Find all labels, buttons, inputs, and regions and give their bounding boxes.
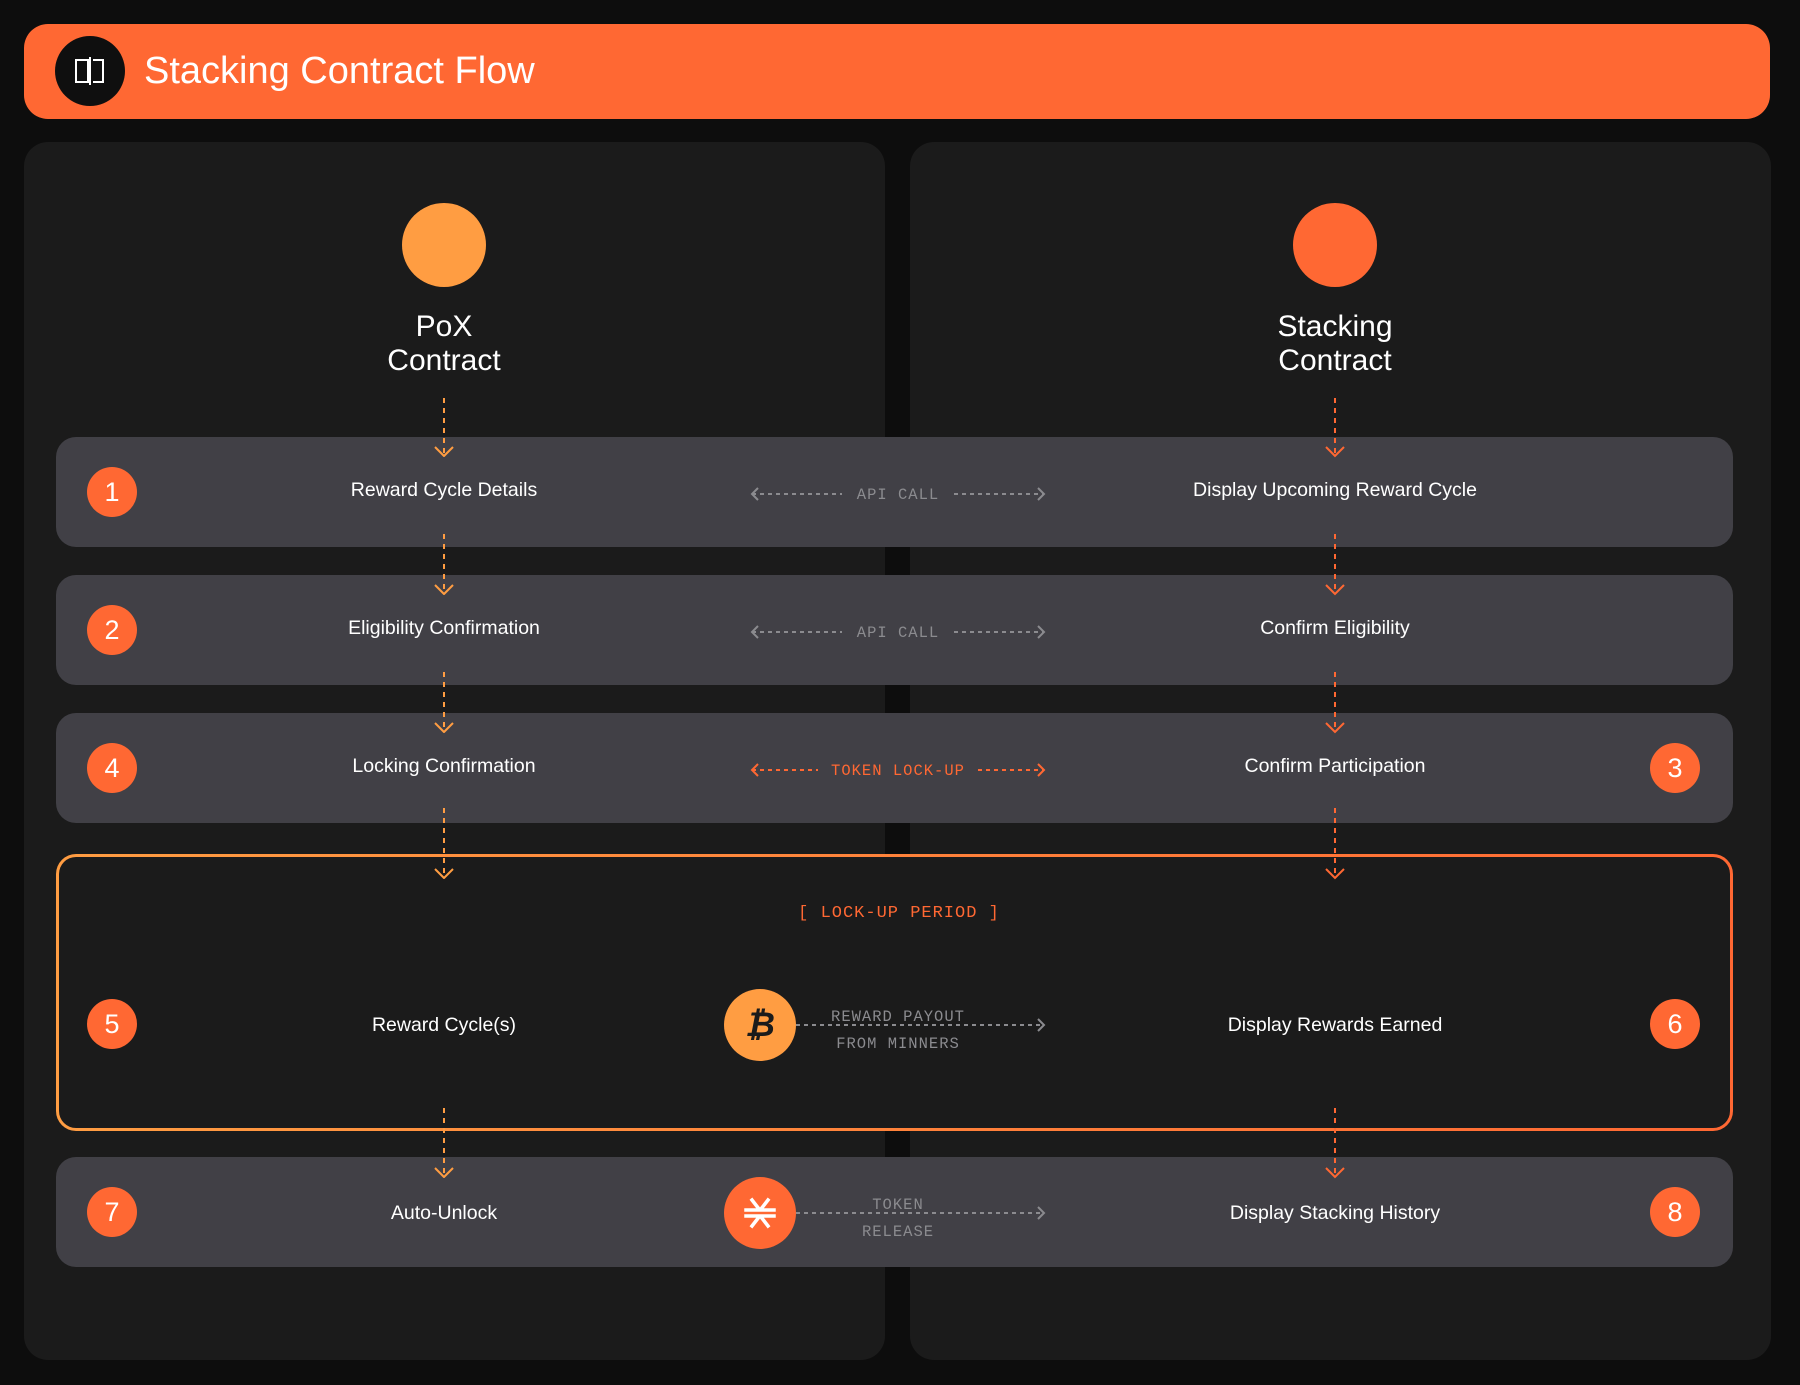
bitcoin-icon: ₿ — [724, 989, 796, 1061]
step-badge: 5 — [87, 999, 137, 1049]
lockup-period-box — [56, 854, 1733, 1131]
step-label: Reward Cycle(s) — [371, 1014, 517, 1036]
step-label: Display Upcoming Reward Cycle — [1193, 479, 1477, 501]
step-badge: 6 — [1650, 999, 1700, 1049]
step-label: Auto-Unlock — [390, 1202, 498, 1224]
api-call-label: API CALL — [856, 624, 940, 642]
step-badge: 1 — [87, 467, 137, 517]
lockup-period-label: [ LOCK-UP PERIOD ] — [798, 904, 1000, 923]
title-line: Contract — [1278, 344, 1392, 377]
step-badge: 3 — [1650, 743, 1700, 793]
reward-payout-label: REWARD PAYOUT FROM MINNERS — [798, 1004, 998, 1058]
step-label: Locking Confirmation — [352, 755, 536, 777]
step-badge: 2 — [87, 605, 137, 655]
token-lockup-label: TOKEN LOCK-UP — [831, 762, 965, 780]
step-label: Reward Cycle Details — [350, 479, 538, 501]
step-badge: 4 — [87, 743, 137, 793]
header-bar: Stacking Contract Flow — [24, 24, 1770, 119]
stacks-icon — [724, 1177, 796, 1249]
step-label: Confirm Eligibility — [1260, 617, 1410, 639]
pox-contract-node — [402, 203, 486, 287]
stacking-contract-node — [1293, 203, 1377, 287]
step-label: Confirm Participation — [1244, 755, 1426, 777]
label-line: RELEASE — [861, 1223, 935, 1241]
title-line: PoX — [415, 310, 473, 343]
step-badge: 7 — [87, 1187, 137, 1237]
page-title: Stacking Contract Flow — [144, 50, 535, 92]
step-label: Display Rewards Earned — [1227, 1014, 1443, 1036]
step-label: Eligibility Confirmation — [348, 617, 540, 639]
label-line: TOKEN — [872, 1196, 924, 1214]
step-badge: 8 — [1650, 1187, 1700, 1237]
title-line: Contract — [387, 344, 501, 377]
split-panel-icon — [55, 36, 125, 106]
api-call-label: API CALL — [856, 486, 940, 504]
step-label: Display Stacking History — [1229, 1202, 1441, 1224]
title-line: Stacking — [1277, 310, 1393, 343]
token-release-label: TOKEN RELEASE — [798, 1192, 998, 1246]
label-line: REWARD PAYOUT — [831, 1008, 965, 1026]
label-line: FROM MINNERS — [836, 1035, 960, 1053]
